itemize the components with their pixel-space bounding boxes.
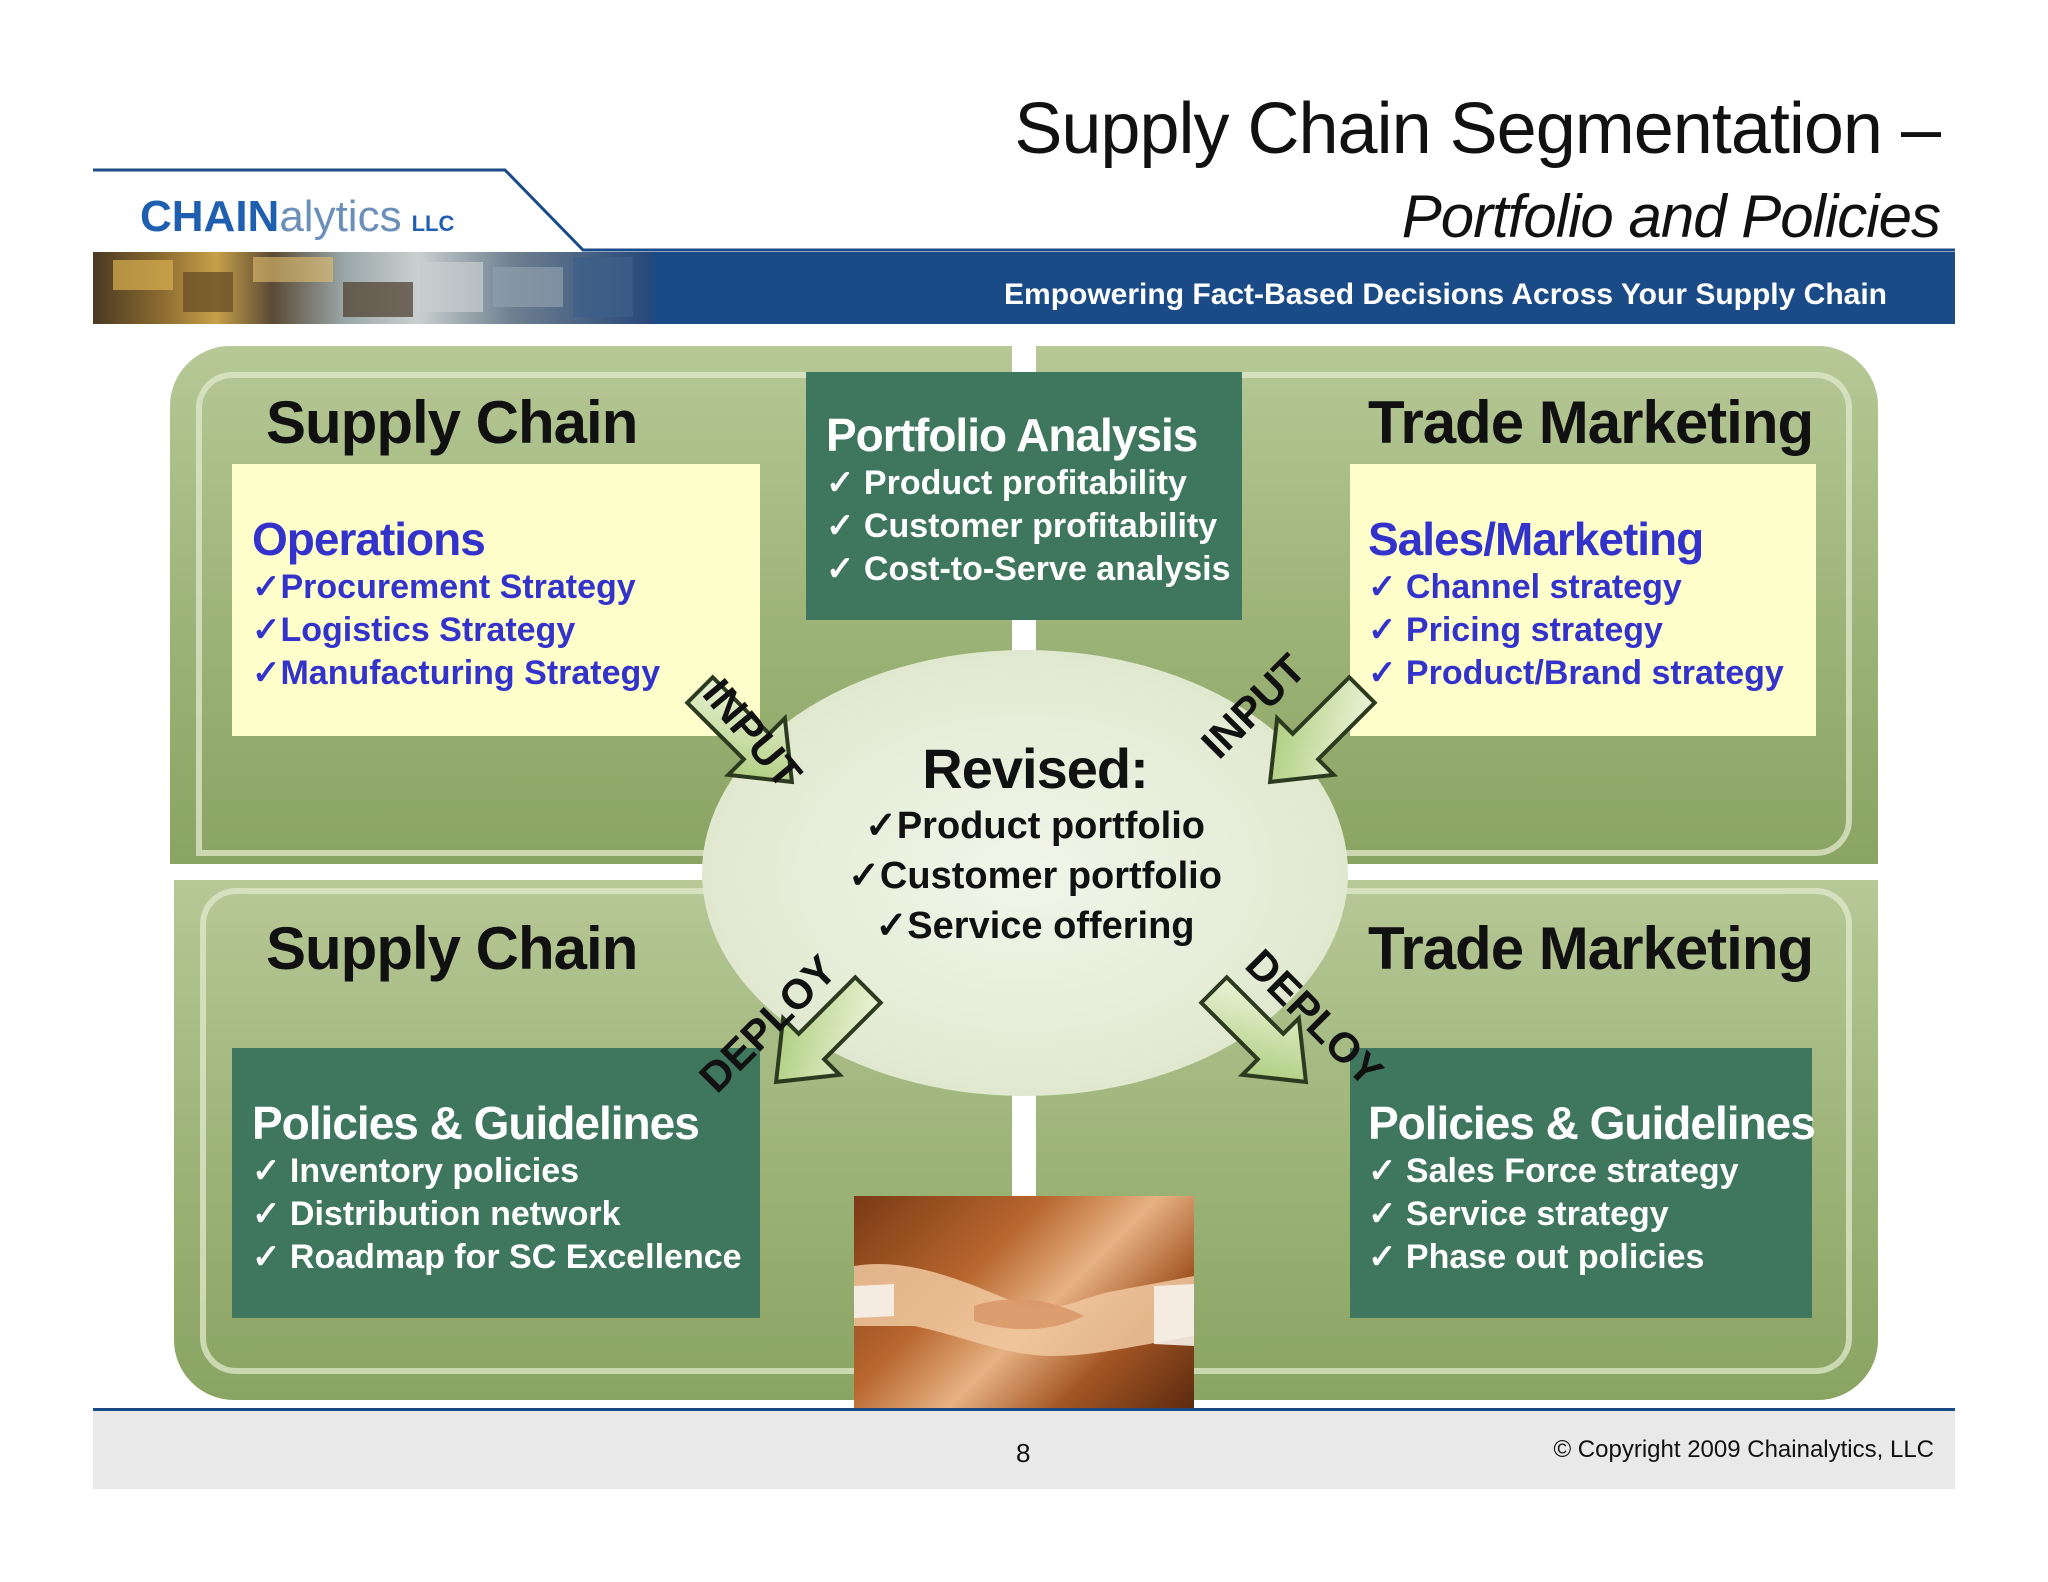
logo-rest-text: alytics bbox=[279, 192, 402, 241]
handshake-photo bbox=[854, 1196, 1194, 1410]
footer-divider bbox=[93, 1408, 1955, 1411]
tm-policies-heading: Policies & Guidelines bbox=[1368, 1097, 1816, 1149]
list-item: ✓ Sales Force strategy bbox=[1368, 1152, 1739, 1190]
banner-blue-panel bbox=[653, 252, 1955, 324]
list-item: ✓ Phase out policies bbox=[1368, 1238, 1705, 1276]
slide-subtitle: Portfolio and Policies bbox=[1401, 183, 1941, 250]
warehouse-photo bbox=[93, 252, 653, 324]
list-item: ✓Service offering bbox=[875, 905, 1195, 947]
logo-main-text: CHAIN bbox=[140, 192, 280, 241]
tm-policies-box: Policies & Guidelines ✓ Sales Force stra… bbox=[1350, 1048, 1816, 1318]
sc-policies-box: Policies & Guidelines ✓ Inventory polici… bbox=[232, 1048, 760, 1318]
footer-bar bbox=[93, 1411, 1955, 1489]
list-item: ✓ Channel strategy bbox=[1368, 568, 1682, 606]
page-number: 8 bbox=[1016, 1438, 1031, 1468]
sales-marketing-heading: Sales/Marketing bbox=[1368, 513, 1704, 565]
list-item: ✓Logistics Strategy bbox=[252, 611, 576, 649]
list-item: ✓ Product/Brand strategy bbox=[1368, 654, 1784, 692]
header-banner: Empowering Fact-Based Decisions Across Y… bbox=[93, 252, 1955, 324]
portfolio-analysis-box: Portfolio Analysis ✓ Product profitabili… bbox=[806, 372, 1242, 620]
top-left-title: Supply Chain bbox=[266, 389, 638, 456]
revised-heading: Revised: bbox=[922, 737, 1148, 800]
header-divider bbox=[93, 168, 1955, 252]
operations-heading: Operations bbox=[252, 513, 486, 565]
list-item: ✓Product portfolio bbox=[864, 805, 1205, 847]
sc-policies-heading: Policies & Guidelines bbox=[252, 1097, 700, 1149]
top-right-title: Trade Marketing bbox=[1368, 389, 1814, 456]
operations-box: Operations ✓Procurement Strategy ✓Logist… bbox=[232, 464, 760, 736]
list-item: ✓ Distribution network bbox=[252, 1195, 621, 1233]
bottom-left-title: Supply Chain bbox=[266, 915, 638, 982]
slide-title: Supply Chain Segmentation – bbox=[1014, 89, 1941, 169]
list-item: ✓ Product profitability bbox=[826, 464, 1187, 502]
list-item: ✓Procurement Strategy bbox=[252, 568, 636, 606]
list-item: ✓ Service strategy bbox=[1368, 1195, 1669, 1233]
tagline: Empowering Fact-Based Decisions Across Y… bbox=[1004, 278, 1887, 311]
portfolio-analysis-heading: Portfolio Analysis bbox=[826, 409, 1198, 461]
list-item: ✓Customer portfolio bbox=[848, 855, 1222, 897]
logo-suffix: LLC bbox=[411, 211, 455, 236]
list-item: ✓ Customer profitability bbox=[826, 507, 1218, 545]
company-logo: CHAINalytics LLC bbox=[140, 192, 454, 242]
list-item: ✓ Roadmap for SC Excellence bbox=[252, 1238, 742, 1276]
list-item: ✓ Inventory policies bbox=[252, 1152, 580, 1190]
sales-marketing-box: Sales/Marketing ✓ Channel strategy ✓ Pri… bbox=[1350, 464, 1816, 736]
list-item: ✓Manufacturing Strategy bbox=[252, 654, 661, 692]
revised-block: Revised: ✓Product portfolio ✓Customer po… bbox=[820, 736, 1250, 951]
list-item: ✓ Cost-to-Serve analysis bbox=[826, 550, 1231, 588]
copyright-text: © Copyright 2009 Chainalytics, LLC bbox=[1553, 1436, 1934, 1463]
bottom-right-title: Trade Marketing bbox=[1368, 915, 1814, 982]
list-item: ✓ Pricing strategy bbox=[1368, 611, 1663, 649]
